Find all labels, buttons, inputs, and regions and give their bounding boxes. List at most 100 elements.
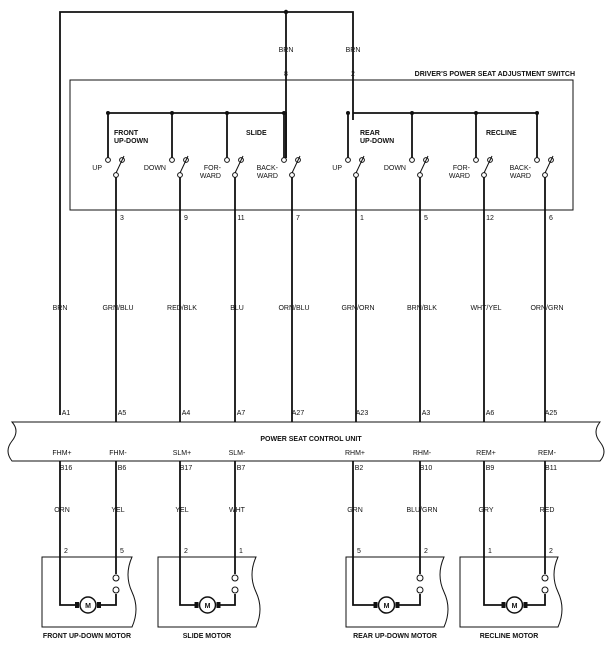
motor-pin-2: 5 bbox=[120, 548, 124, 555]
output-connector-3: B17 bbox=[180, 465, 193, 472]
motor-symbol-4 bbox=[505, 596, 524, 614]
connector-8: A25 bbox=[545, 410, 558, 417]
switch-pin-4: 7 bbox=[296, 215, 300, 222]
motor-box-4 bbox=[459, 556, 563, 628]
output-signal-5: RHM+ bbox=[345, 450, 365, 457]
supply-wire-label-1: BRN bbox=[279, 47, 294, 54]
motor-symbol-2 bbox=[198, 596, 217, 614]
output-wire-2: YEL bbox=[111, 507, 124, 514]
output-connector-7: B9 bbox=[486, 465, 495, 472]
connector-6: A3 bbox=[422, 410, 431, 417]
switch-pin-6: 5 bbox=[424, 215, 428, 222]
connector-7: A6 bbox=[486, 410, 495, 417]
connector-2: A4 bbox=[182, 410, 191, 417]
switch-pin-3: 11 bbox=[237, 215, 244, 222]
supply-pin-2: 2 bbox=[351, 71, 355, 78]
switch-pin-1: 3 bbox=[120, 215, 124, 222]
output-connector-5: B2 bbox=[355, 465, 364, 472]
lower-layer: FHM+B16ORN2FHM-B6YEL5SLM+B17YEL2SLM-B7WH… bbox=[52, 450, 557, 556]
output-signal-4: SLM- bbox=[229, 450, 246, 457]
motor-label-3: REAR UP-DOWN MOTOR bbox=[353, 633, 437, 640]
switch-3: FOR-WARD11BLUA7SLFW bbox=[200, 111, 249, 434]
wire-color-8: ORN/GRN bbox=[530, 305, 563, 312]
switch-pos-label-1: UP bbox=[92, 165, 102, 172]
output-signal-6: RHM- bbox=[413, 450, 432, 457]
motor-pin-8: 2 bbox=[549, 548, 553, 555]
motor-symbol-3 bbox=[377, 596, 396, 614]
motor-symbol-letter-2: M bbox=[205, 603, 211, 610]
wire-color-4: ORN/BLU bbox=[278, 305, 309, 312]
switch-pos-label-2: DOWN bbox=[144, 165, 166, 172]
motor-box-2 bbox=[157, 556, 261, 628]
switch-pin-7: 12 bbox=[486, 215, 494, 222]
switch-pos-label-4: BACK-WARD bbox=[257, 165, 279, 180]
motor-pin-6: 2 bbox=[424, 548, 428, 555]
motor-box-1 bbox=[41, 556, 137, 628]
supply-wire-label-2: BRN bbox=[346, 47, 361, 54]
wire-color-2: RED/BLK bbox=[167, 305, 197, 312]
output-wire-7: GRY bbox=[478, 507, 493, 514]
output-connector-4: B7 bbox=[237, 465, 246, 472]
control-unit-title: POWER SEAT CONTROL UNIT bbox=[260, 436, 362, 443]
output-signal-7: REM+ bbox=[476, 450, 496, 457]
output-connector-6: B10 bbox=[420, 465, 433, 472]
motor-label-4: RECLINE MOTOR bbox=[480, 633, 539, 640]
motor-box-3 bbox=[345, 556, 449, 628]
motor-symbol-1 bbox=[79, 596, 97, 614]
output-signal-8: REM- bbox=[538, 450, 557, 457]
output-connector-1: B16 bbox=[60, 465, 73, 472]
switch-pos-label-7: FOR-WARD bbox=[449, 165, 471, 180]
switch-pos-label-8: BACK-WARD bbox=[510, 165, 532, 180]
supply-pin-1: 8 bbox=[284, 71, 288, 78]
group-label-2: SLIDE bbox=[246, 130, 267, 137]
motor-pin-7: 1 bbox=[488, 548, 492, 555]
control-unit-box bbox=[7, 421, 605, 462]
motor-label-2: SLIDE MOTOR bbox=[183, 633, 231, 640]
output-signal-2: FHM- bbox=[109, 450, 127, 457]
output-wire-3: YEL bbox=[175, 507, 188, 514]
switch-pin-5: 1 bbox=[360, 215, 364, 222]
connector-4: A27 bbox=[292, 410, 305, 417]
motor-2: M SLIDE MOTOR bbox=[157, 556, 261, 640]
switch-title: DRIVER'S POWER SEAT ADJUSTMENT SWITCH bbox=[415, 71, 575, 78]
motor-symbol-letter-3: M bbox=[384, 603, 390, 610]
group-label-4: RECLINE bbox=[486, 130, 517, 137]
common-connector: A1 bbox=[62, 410, 71, 417]
switch-pos-label-5: UP bbox=[332, 165, 342, 172]
wire-color-6: BRN/BLK bbox=[407, 305, 437, 312]
motor-symbol-letter-1: M bbox=[85, 603, 91, 610]
switch-box bbox=[69, 79, 574, 211]
output-wire-8: RED bbox=[540, 507, 555, 514]
wire-color-5: GRN/ORN bbox=[341, 305, 374, 312]
motor-3: M REAR UP-DOWN MOTOR bbox=[345, 556, 449, 640]
motor-label-1: FRONT UP-DOWN MOTOR bbox=[43, 633, 131, 640]
supply-wiring bbox=[59, 9, 354, 415]
switch-pin-2: 9 bbox=[184, 215, 188, 222]
wire-color-1: GRN/BLU bbox=[102, 305, 133, 312]
output-wire-6: BLU/GRN bbox=[406, 507, 437, 514]
switch-pos-label-3: FOR-WARD bbox=[200, 165, 222, 180]
motor-pin-1: 2 bbox=[64, 548, 68, 555]
motor-layer: M FRONT UP-DOWN MOTOR M SLIDE MOTOR M REAR UP… bbox=[41, 556, 563, 640]
motor-pin-4: 1 bbox=[239, 548, 243, 555]
output-wire-1: ORN bbox=[54, 507, 70, 514]
wire-color-3: BLU bbox=[230, 305, 244, 312]
output-wire-4: WHT bbox=[229, 507, 246, 514]
